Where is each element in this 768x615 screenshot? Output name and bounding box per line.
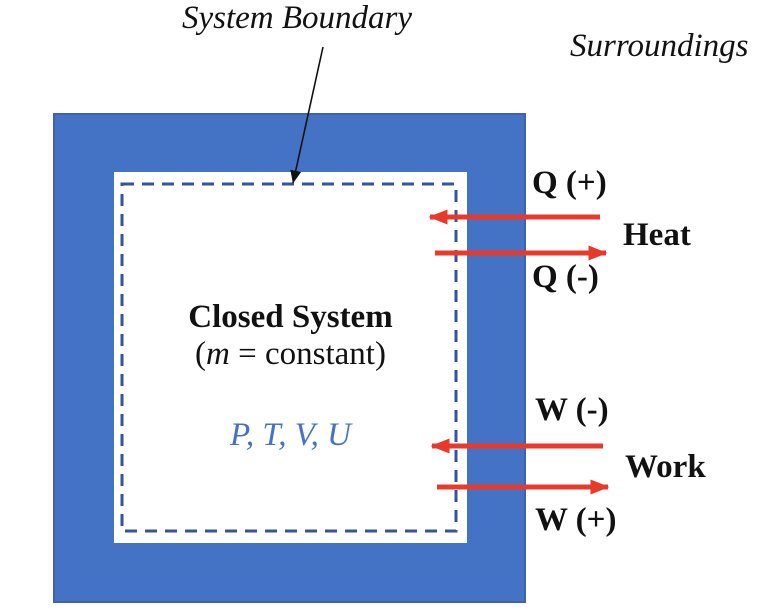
work-name-label: Work	[625, 449, 706, 485]
heat-negative-label: Q (-)	[532, 259, 599, 295]
mass-symbol: m	[206, 336, 230, 372]
work-negative-label: W (-)	[535, 392, 609, 428]
mass-constraint-prefix: (	[195, 336, 207, 372]
surroundings-label: Surroundings	[570, 28, 749, 64]
mass-constraint-label: (m = constant)	[114, 338, 467, 371]
heat-positive-label: Q (+)	[532, 165, 607, 201]
closed-system-title: Closed System	[188, 299, 393, 335]
heat-name-label: Heat	[623, 217, 691, 253]
state-properties-label: P, T, V, U	[229, 417, 352, 453]
system-boundary-label: System Boundary	[182, 0, 413, 36]
work-positive-label: W (+)	[535, 502, 617, 538]
mass-constraint-suffix: = constant)	[229, 336, 386, 372]
